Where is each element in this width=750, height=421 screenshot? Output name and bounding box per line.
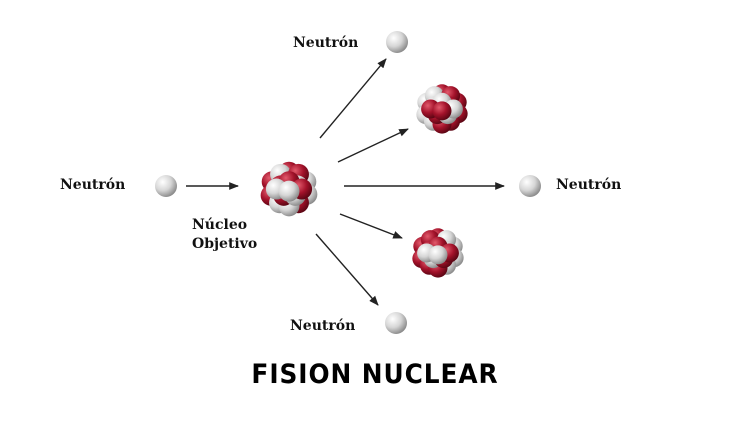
diagram-title: FISION NUCLEAR (251, 359, 499, 390)
bottom-neutron-ball (385, 312, 407, 334)
top-neutron-ball (386, 31, 408, 53)
arrow-to-upper-fragment (337, 128, 409, 163)
incoming-neutron-ball (155, 175, 177, 197)
arrow-to-top-neutron (319, 58, 387, 139)
target-nucleus-label-line1: Núcleo (192, 217, 248, 233)
arrow-to-lower-fragment (339, 213, 403, 239)
top-neutron-label: Neutrón (293, 35, 359, 51)
arrow-to-bottom-neutron (315, 233, 379, 306)
fission-fragment-lower (412, 228, 464, 278)
neutron-sphere (278, 180, 300, 202)
right-neutron-ball (519, 175, 541, 197)
incoming-neutron-label: Neutrón (60, 177, 126, 193)
proton-sphere (432, 101, 452, 121)
right-neutron-label: Neutrón (556, 177, 622, 193)
fission-fragment-upper (416, 84, 468, 134)
target-nucleus-label-line2: Objetivo (192, 236, 258, 252)
bottom-neutron-label: Neutrón (290, 318, 356, 334)
neutron-sphere (428, 245, 448, 265)
target-nucleus (260, 161, 318, 217)
